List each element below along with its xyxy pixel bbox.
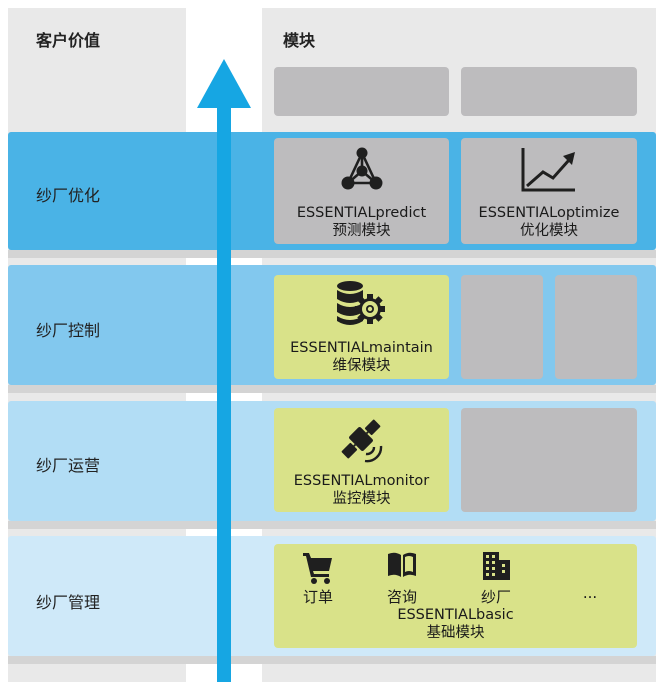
maintain-module-tile: ESSENTIALmaintain 维保模块 [274, 275, 449, 379]
band-label-operate: 纱厂运营 [36, 456, 101, 475]
basic-module-name: ESSENTIALbasic [397, 607, 514, 623]
band-divider [8, 521, 656, 529]
basic-item-label: 咨询 [386, 588, 417, 606]
cart-icon [303, 553, 332, 584]
predict-module-tile: ESSENTIALpredict 预测模块 [274, 138, 449, 244]
optimize-module-subtitle: 优化模块 [520, 223, 578, 239]
placeholder-tile [555, 275, 637, 379]
basic-item-label: 纱厂 [480, 588, 511, 606]
predict-module-name: ESSENTIALpredict [296, 205, 427, 221]
maintain-module-name: ESSENTIALmaintain [290, 340, 433, 356]
database-gear-icon [337, 281, 385, 325]
arrow-up-icon [197, 59, 251, 108]
building-icon [483, 552, 510, 580]
band-label-manage: 纱厂管理 [36, 593, 101, 612]
basic-item-label: 订单 [302, 588, 333, 606]
basic-module-subtitle: 基础模块 [426, 625, 485, 641]
satellite-icon [341, 419, 383, 463]
module-header: 模块 [283, 31, 316, 50]
optimize-module-name: ESSENTIALoptimize [478, 205, 620, 221]
basic-module-tile: 订单 咨询 纱厂 ... ESSENTIALbasic 基础模块 [274, 544, 637, 648]
book-icon [388, 552, 416, 577]
band-divider [8, 385, 656, 393]
placeholder-tile [461, 408, 637, 512]
monitor-module-subtitle: 监控模块 [332, 491, 391, 507]
value-header: 客户价值 [36, 31, 101, 50]
band-divider [8, 250, 656, 258]
monitor-module-tile: ESSENTIALmonitor 监控模块 [274, 408, 449, 512]
network-icon [341, 147, 383, 190]
band-label-control: 纱厂控制 [36, 321, 101, 340]
placeholder-tile [274, 67, 449, 116]
band-divider [8, 656, 656, 664]
predict-module-subtitle: 预测模块 [332, 223, 391, 239]
monitor-module-name: ESSENTIALmonitor [293, 473, 430, 489]
basic-item-label: ... [582, 584, 598, 602]
placeholder-tile [461, 275, 543, 379]
placeholder-tile [461, 67, 637, 116]
value-arrow-shaft [217, 108, 231, 682]
maintain-module-subtitle: 维保模块 [332, 358, 391, 374]
optimize-module-tile: ESSENTIALoptimize 优化模块 [461, 138, 637, 244]
band-label-optimize: 纱厂优化 [36, 186, 101, 205]
trend-up-icon [521, 148, 575, 192]
